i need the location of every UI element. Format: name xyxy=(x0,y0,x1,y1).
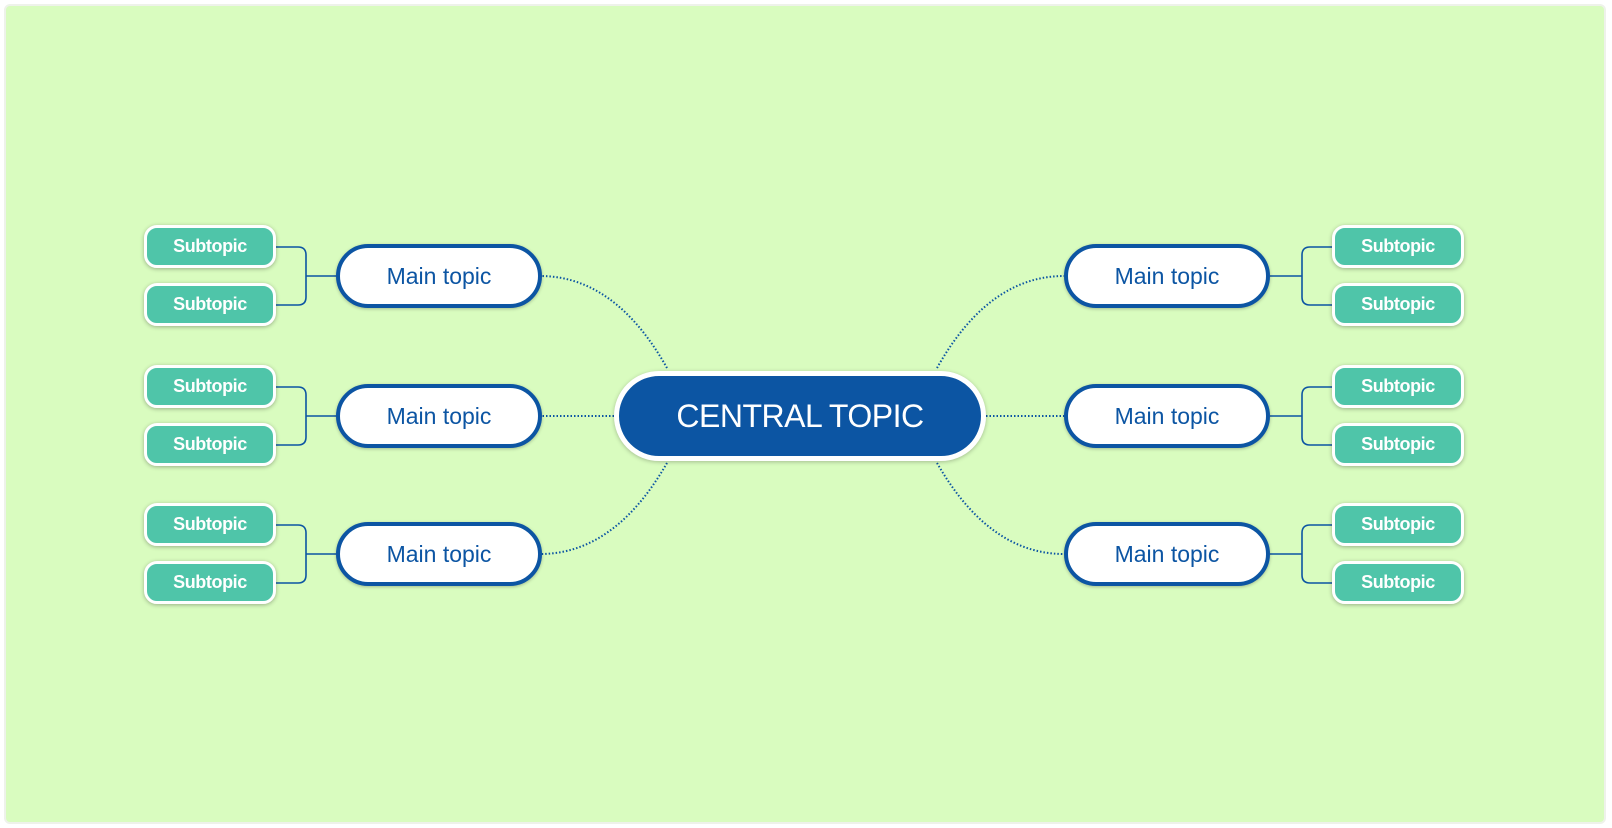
subtopic-label: Subtopic xyxy=(173,376,247,396)
bracket-right-2 xyxy=(1270,386,1332,446)
bracket-left-2 xyxy=(276,386,336,446)
bracket-left-1 xyxy=(276,246,336,306)
subtopic-left-2a[interactable]: Subtopic xyxy=(144,365,276,408)
main-topic-label: Main topic xyxy=(386,262,492,289)
main-topic-right-2[interactable]: Main topic xyxy=(1064,384,1270,448)
subtopic-label: Subtopic xyxy=(173,514,247,534)
subtopic-label: Subtopic xyxy=(173,572,247,592)
subtopic-label: Subtopic xyxy=(1361,434,1435,454)
subtopic-right-3a[interactable]: Subtopic xyxy=(1332,503,1464,546)
subtopic-right-2b[interactable]: Subtopic xyxy=(1332,423,1464,466)
subtopic-right-1b[interactable]: Subtopic xyxy=(1332,283,1464,326)
subtopic-label: Subtopic xyxy=(1361,572,1435,592)
subtopic-left-1a[interactable]: Subtopic xyxy=(144,225,276,268)
bracket-left-3 xyxy=(276,524,336,584)
bracket-right-1 xyxy=(1270,246,1332,306)
subtopic-left-1b[interactable]: Subtopic xyxy=(144,283,276,326)
subtopic-label: Subtopic xyxy=(1361,294,1435,314)
subtopic-label: Subtopic xyxy=(173,434,247,454)
subtopic-right-2a[interactable]: Subtopic xyxy=(1332,365,1464,408)
main-topic-label: Main topic xyxy=(1114,540,1220,567)
link-central-right-3 xyxy=(936,462,1065,555)
main-topic-label: Main topic xyxy=(1114,262,1220,289)
subtopic-left-3b[interactable]: Subtopic xyxy=(144,561,276,604)
link-central-right-1 xyxy=(936,275,1065,369)
subtopic-label: Subtopic xyxy=(173,236,247,256)
subtopic-label: Subtopic xyxy=(1361,514,1435,534)
subtopic-left-3a[interactable]: Subtopic xyxy=(144,503,276,546)
main-topic-label: Main topic xyxy=(1114,402,1220,429)
subtopic-label: Subtopic xyxy=(1361,376,1435,396)
subtopic-right-1a[interactable]: Subtopic xyxy=(1332,225,1464,268)
link-central-left-1 xyxy=(539,275,668,369)
link-central-left-3 xyxy=(539,462,668,555)
main-topic-right-1[interactable]: Main topic xyxy=(1064,244,1270,308)
main-topic-label: Main topic xyxy=(386,402,492,429)
subtopic-left-2b[interactable]: Subtopic xyxy=(144,423,276,466)
main-topic-left-1[interactable]: Main topic xyxy=(336,244,542,308)
main-topic-left-2[interactable]: Main topic xyxy=(336,384,542,448)
central-topic-label: CENTRAL TOPIC xyxy=(676,397,924,434)
subtopic-right-3b[interactable]: Subtopic xyxy=(1332,561,1464,604)
main-topic-left-3[interactable]: Main topic xyxy=(336,522,542,586)
subtopic-label: Subtopic xyxy=(173,294,247,314)
central-topic[interactable]: CENTRAL TOPIC xyxy=(614,371,986,461)
main-topic-right-3[interactable]: Main topic xyxy=(1064,522,1270,586)
bracket-right-3 xyxy=(1270,524,1332,584)
main-topic-label: Main topic xyxy=(386,540,492,567)
subtopic-label: Subtopic xyxy=(1361,236,1435,256)
